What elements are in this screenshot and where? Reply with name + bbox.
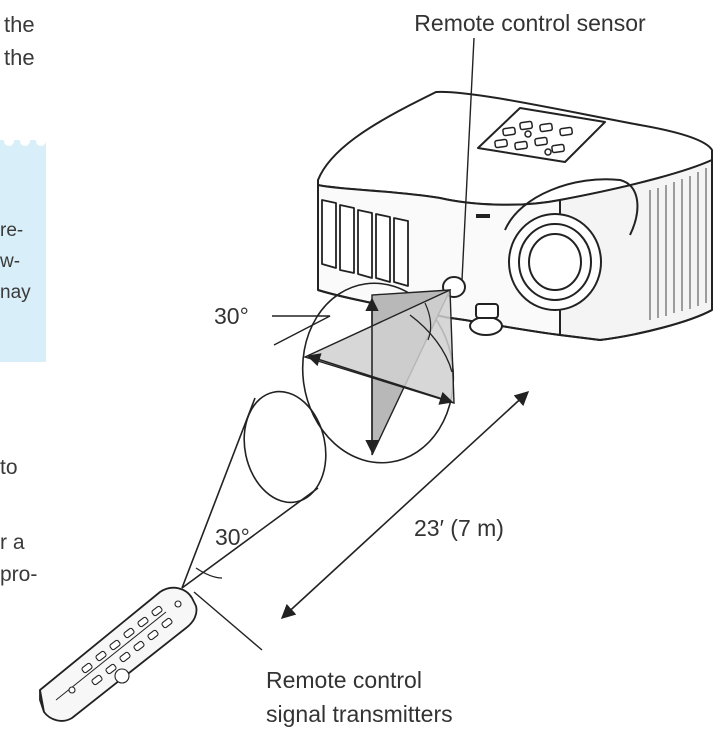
transmitter-angle-label: 30° bbox=[215, 524, 250, 550]
body-text-line: the bbox=[4, 12, 35, 37]
sensor-label: Remote control sensor bbox=[414, 10, 646, 36]
transmitter-label-line1: Remote control bbox=[266, 667, 422, 693]
remote-control-illustration bbox=[39, 586, 198, 722]
sensor-reception-area bbox=[272, 282, 455, 464]
body-text-line: to bbox=[0, 456, 18, 479]
note-text-line: re- bbox=[0, 220, 24, 241]
note-box: re- w- nay bbox=[0, 136, 46, 362]
body-text-line: r a bbox=[0, 531, 25, 554]
distance-arrow bbox=[280, 391, 530, 619]
body-text-line: the bbox=[4, 45, 35, 70]
transmitter-label-line2: signal transmitters bbox=[266, 701, 453, 727]
note-text-line: w- bbox=[0, 251, 21, 272]
distance-label: 23′ (7 m) bbox=[414, 515, 504, 541]
sensor-leader-line bbox=[461, 37, 475, 281]
transmitter-leader-line bbox=[193, 591, 263, 651]
body-text-line: pro- bbox=[0, 563, 38, 586]
projector-illustration bbox=[317, 90, 713, 341]
sensor-angle-label: 30° bbox=[214, 303, 249, 329]
note-text-line: nay bbox=[0, 282, 31, 303]
